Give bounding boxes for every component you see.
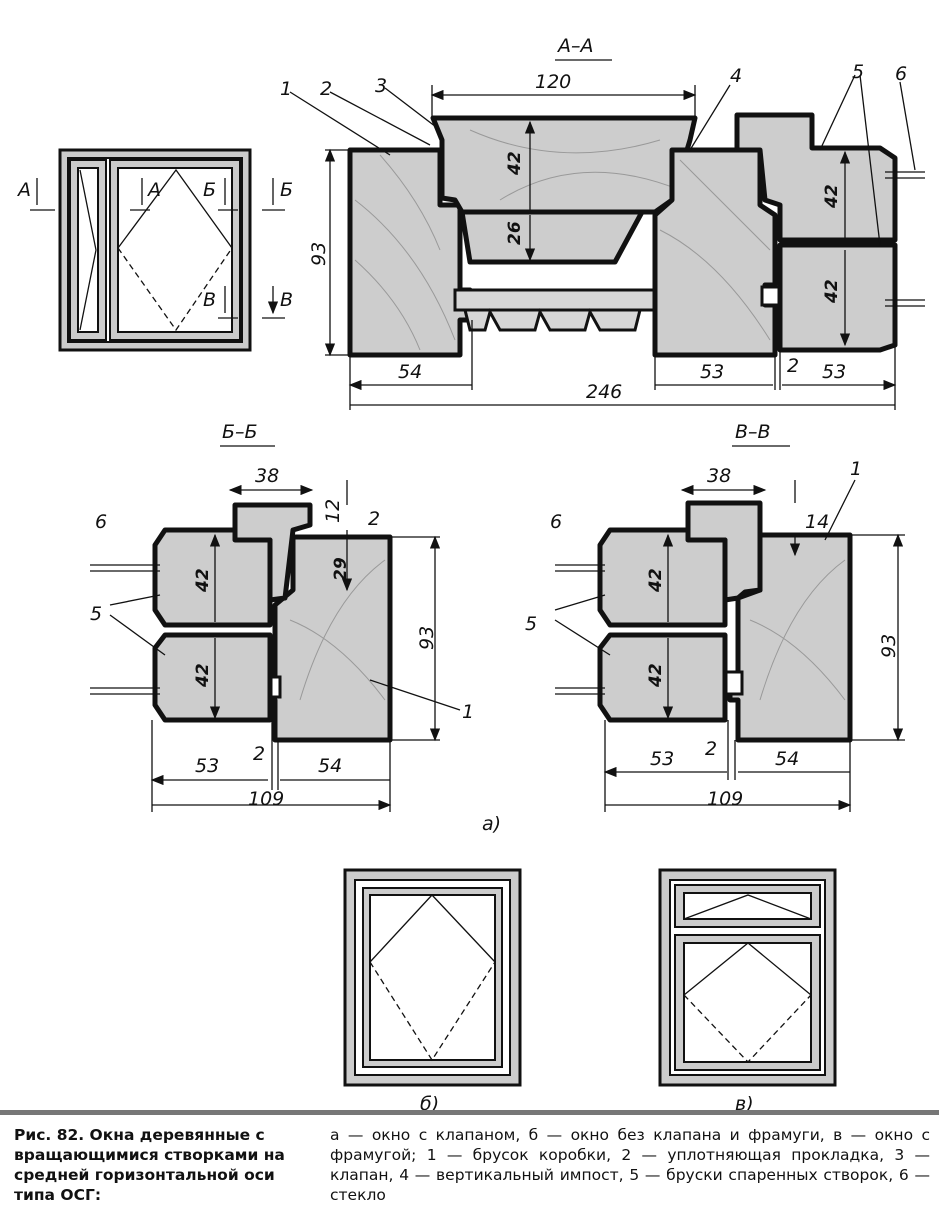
technical-drawing: А А Б Б В В А–А 120 42 26 93	[16, 35, 925, 1110]
dim-2-vv: 2	[705, 738, 717, 760]
dim-2-bb: 2	[253, 743, 265, 765]
caption-divider	[0, 1110, 939, 1115]
dim-42-vv-top: 42	[646, 568, 666, 593]
dim-53: 53	[700, 361, 724, 383]
section-cut-marks: А А Б Б В В	[16, 178, 293, 318]
dim-53b: 53	[822, 361, 846, 383]
dim-93-bb: 93	[416, 626, 438, 650]
label-1-vv: 1	[850, 458, 862, 480]
cut-label-a2: А	[146, 179, 161, 201]
dim-14: 14	[805, 511, 829, 533]
dim-109-bb: 109	[248, 788, 284, 810]
label-1: 1	[280, 78, 292, 100]
dim-2: 2	[787, 355, 799, 377]
label-4: 4	[730, 65, 742, 87]
klapan	[430, 115, 698, 215]
dim-42-sash-bottom: 42	[822, 279, 842, 304]
dim-42-bb-bottom: 42	[193, 663, 213, 688]
section-b-b: Б–Б 38 12 2 29 93 42 42 53 2 54 109 6 5 …	[90, 421, 474, 812]
subfigure-label-b: б)	[420, 1093, 439, 1110]
cut-label-b2: Б	[280, 179, 293, 201]
dim-54-vv: 54	[775, 748, 799, 770]
dim-12: 12	[322, 499, 344, 523]
dim-26: 26	[505, 221, 525, 245]
label-5: 5	[852, 61, 864, 83]
label-5-vv: 5	[525, 613, 537, 635]
figure-caption-title: Рис. 82. Окна деревянные с вращающимися …	[14, 1126, 285, 1204]
klapan-lower	[459, 209, 645, 265]
section-a-a-title: А–А	[556, 35, 594, 57]
section-v-v: В–В 38 14 93 42 42 53 2 54 109 6 5 1	[525, 421, 905, 812]
dim-42: 42	[505, 151, 525, 176]
dim-38-vv: 38	[707, 465, 731, 487]
cut-label-a: А	[16, 179, 31, 201]
dim-93-vv: 93	[878, 634, 900, 658]
dim-54: 54	[398, 361, 422, 383]
window-b: б)	[343, 868, 522, 1110]
label-2: 2	[320, 78, 332, 100]
cut-label-b: Б	[203, 179, 216, 201]
dim-54-bb: 54	[318, 755, 342, 777]
section-b-b-title: Б–Б	[222, 421, 258, 443]
label-3: 3	[375, 75, 387, 97]
dim-42-vv-bottom: 42	[646, 663, 666, 688]
label-6: 6	[895, 63, 907, 85]
subfigure-label-v: в)	[735, 1093, 754, 1110]
section-a-a: А–А 120 42 26 93 54 246 53 2 53 42 42	[280, 35, 925, 410]
bottom-strip	[453, 288, 677, 312]
dim-53-vv: 53	[650, 748, 674, 770]
window-elevation: А А Б Б В В	[16, 148, 293, 352]
window-v: в)	[658, 868, 837, 1110]
label-6-vv: 6	[550, 511, 562, 533]
dim-109-vv: 109	[707, 788, 743, 810]
cut-label-v2: В	[280, 289, 293, 311]
vertical-impost	[652, 147, 778, 358]
label-2-bb: 2	[368, 508, 380, 530]
dim-29: 29	[331, 557, 351, 581]
label-6-bb: 6	[95, 511, 107, 533]
label-5-bb: 5	[90, 603, 102, 625]
subfigure-label-a: а)	[482, 813, 501, 835]
dim-93: 93	[308, 242, 330, 266]
figure-caption-body: а — окно с клапаном, б — окно без клапан…	[330, 1126, 930, 1204]
dim-42-bb-top: 42	[193, 568, 213, 593]
dim-246: 246	[586, 381, 622, 403]
cut-label-v: В	[203, 289, 216, 311]
label-1-bb: 1	[462, 701, 474, 723]
section-v-v-title: В–В	[735, 421, 771, 443]
dim-120: 120	[535, 71, 571, 93]
dim-38: 38	[255, 465, 279, 487]
dim-53-bb: 53	[195, 755, 219, 777]
dim-42-sash-top: 42	[822, 184, 842, 209]
